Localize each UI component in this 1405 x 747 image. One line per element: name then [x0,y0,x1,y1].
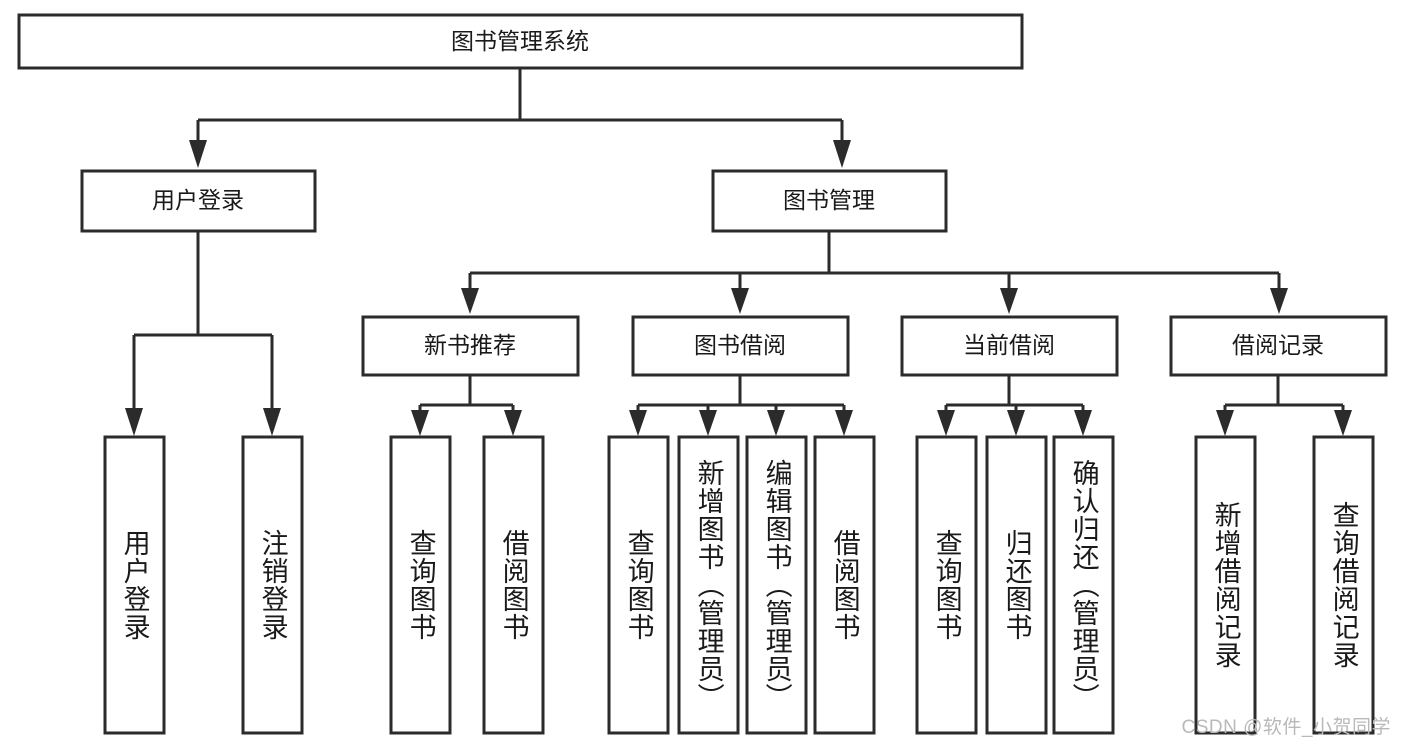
leaf-box-logout[interactable] [241,435,304,735]
node-current-borrow-label: 当前借阅 [963,332,1055,358]
arrow-head-icon [504,410,522,436]
leaf-box-borrow-book-2[interactable] [813,435,876,735]
leaf-box-query-book-3[interactable] [915,435,978,735]
leaf-box-borrow-book-1[interactable] [482,435,545,735]
node-book-borrow-label: 图书借阅 [694,332,786,358]
arrow-head-icon [1074,410,1092,436]
node-new-book-recommend-rect[interactable] [361,315,580,377]
node-user-login-rect[interactable] [80,169,317,233]
leaf-box-confirm-return-admin[interactable] [1052,435,1115,735]
arrow-head-icon [461,288,479,314]
arrow-head-icon [1216,410,1234,436]
leaf-box-user-login[interactable] [103,435,166,735]
arrow-head-icon [699,410,717,436]
arrow-head-icon [263,408,281,436]
node-root-label: 图书管理系统 [451,28,589,54]
node-book-borrow[interactable]: 图书借阅 [631,315,850,377]
arrow-head-icon [1334,410,1352,436]
node-new-book-recommend-label: 新书推荐 [424,332,516,358]
node-user-login[interactable]: 用户登录 [80,169,317,233]
arrow-head-icon [767,410,785,436]
node-root[interactable]: 图书管理系统 [17,13,1024,70]
arrow-head-icon [1007,410,1025,436]
node-current-borrow[interactable]: 当前借阅 [900,315,1119,377]
arrow-head-icon [835,410,853,436]
node-current-borrow-rect[interactable] [900,315,1119,377]
node-book-management-label: 图书管理 [783,187,875,213]
connector-user-login-to-leaves [125,231,281,436]
arrow-head-icon [731,288,749,314]
arrow-head-icon [189,140,207,168]
leaf-box-return-book[interactable] [985,435,1048,735]
node-borrow-record[interactable]: 借阅记录 [1169,315,1388,377]
arrow-head-icon [1270,288,1288,314]
connector-book-management-to-level3 [461,231,1288,314]
node-root-rect[interactable] [17,13,1024,70]
connector-root-to-level2 [189,68,851,168]
node-borrow-record-label: 借阅记录 [1232,332,1324,358]
connector-new-book-recommend-to-leaves [411,375,522,436]
leaf-box-query-book-2[interactable] [607,435,670,735]
arrow-head-icon [1000,288,1018,314]
leaf-box-query-book-1[interactable] [389,435,452,735]
leaf-box-query-borrow-record[interactable] [1312,435,1375,735]
connector-current-borrow-to-leaves [937,375,1092,436]
connector-book-borrow-to-leaves [629,375,853,436]
arrow-head-icon [125,408,143,436]
node-new-book-recommend[interactable]: 新书推荐 [361,315,580,377]
leaf-box-add-borrow-record[interactable] [1194,435,1257,735]
leaf-box-edit-book-admin[interactable] [745,435,808,735]
leaf-box-add-book-admin[interactable] [677,435,740,735]
arrow-head-icon [833,140,851,168]
watermark-text: CSDN @软件_小贺同学 [1181,717,1391,738]
arrow-head-icon [411,410,429,436]
connector-borrow-record-to-leaves [1216,375,1352,436]
node-book-management[interactable]: 图书管理 [711,169,948,233]
arrow-head-icon [937,410,955,436]
arrow-head-icon [629,410,647,436]
node-user-login-label: 用户登录 [152,187,244,213]
